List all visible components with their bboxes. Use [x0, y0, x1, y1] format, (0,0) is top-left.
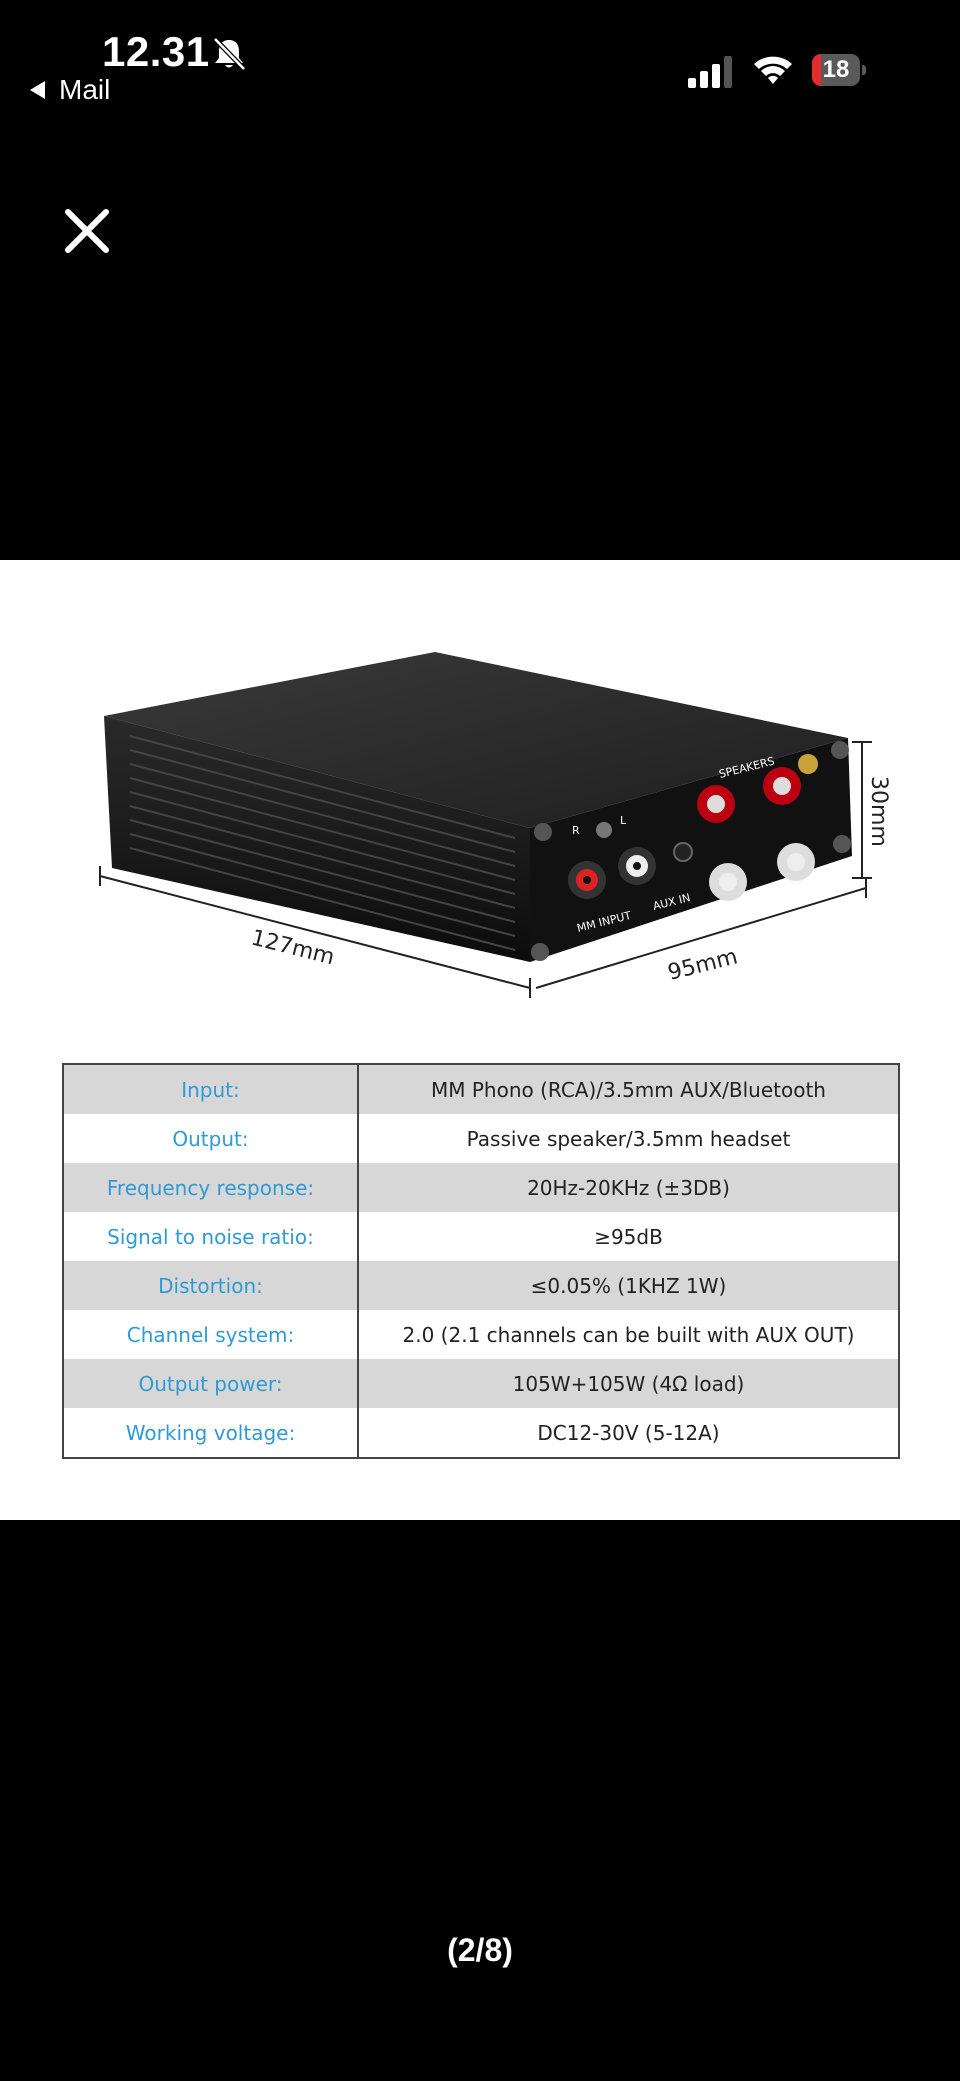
close-icon[interactable]	[62, 206, 112, 256]
label-l: L	[620, 814, 627, 827]
spec-label: Distortion:	[63, 1261, 359, 1310]
dimension-width: 95mm	[665, 944, 740, 985]
spec-row: Output:Passive speaker/3.5mm headset	[63, 1114, 899, 1163]
spec-label: Input:	[63, 1064, 359, 1114]
spec-value: DC12-30V (5-12A)	[358, 1408, 899, 1458]
heatsink-fins	[129, 735, 516, 951]
battery-indicator: 18	[812, 54, 868, 86]
spec-row: Working voltage:DC12-30V (5-12A)	[63, 1408, 899, 1458]
back-arrow-icon	[30, 81, 45, 99]
status-bar: 12.31 Mail 18	[0, 0, 960, 120]
cellular-signal-icon	[688, 56, 732, 88]
spec-row: Output power:105W+105W (4Ω load)	[63, 1359, 899, 1408]
spec-label: Output:	[63, 1114, 359, 1163]
spec-label: Channel system:	[63, 1310, 359, 1359]
back-to-mail-link[interactable]: Mail	[30, 74, 110, 106]
spec-value: 20Hz-20KHz (±3DB)	[358, 1163, 899, 1212]
spec-value: ≤0.05% (1KHZ 1W)	[358, 1261, 899, 1310]
spec-row: Frequency response:20Hz-20KHz (±3DB)	[63, 1163, 899, 1212]
clock: 12.31	[102, 28, 210, 75]
bell-muted-icon	[213, 37, 246, 71]
label-r: R	[572, 824, 580, 837]
battery-nub	[862, 65, 866, 75]
spec-row: Distortion:≤0.05% (1KHZ 1W)	[63, 1261, 899, 1310]
product-image: R L MM INPUT AUX IN SPEAKERS 127mm 95mm …	[0, 560, 960, 1520]
spec-value: MM Phono (RCA)/3.5mm AUX/Bluetooth	[358, 1064, 899, 1114]
dimension-length: 127mm	[249, 926, 337, 971]
speaker-terminals	[697, 767, 815, 901]
wifi-icon	[754, 56, 792, 84]
spec-label: Output power:	[63, 1359, 359, 1408]
back-label: Mail	[59, 74, 111, 105]
battery-body: 18	[812, 54, 860, 86]
spec-row: Input:MM Phono (RCA)/3.5mm AUX/Bluetooth	[63, 1064, 899, 1114]
spec-label: Working voltage:	[63, 1408, 359, 1458]
dimension-height: 30mm	[866, 776, 891, 847]
spec-value: 105W+105W (4Ω load)	[358, 1359, 899, 1408]
page-indicator: (2/8)	[447, 1932, 513, 1968]
spec-value: ≥95dB	[358, 1212, 899, 1261]
amplifier-illustration: R L MM INPUT AUX IN SPEAKERS 127mm 95mm …	[99, 652, 891, 998]
spec-label: Signal to noise ratio:	[63, 1212, 359, 1261]
spec-value: Passive speaker/3.5mm headset	[358, 1114, 899, 1163]
spec-row: Channel system:2.0 (2.1 channels can be …	[63, 1310, 899, 1359]
spec-label: Frequency response:	[63, 1163, 359, 1212]
spec-value: 2.0 (2.1 channels can be built with AUX …	[358, 1310, 899, 1359]
battery-level: 18	[822, 56, 850, 83]
specifications-table: Input:MM Phono (RCA)/3.5mm AUX/Bluetooth…	[62, 1063, 900, 1459]
spec-row: Signal to noise ratio:≥95dB	[63, 1212, 899, 1261]
battery-fill	[812, 54, 821, 86]
